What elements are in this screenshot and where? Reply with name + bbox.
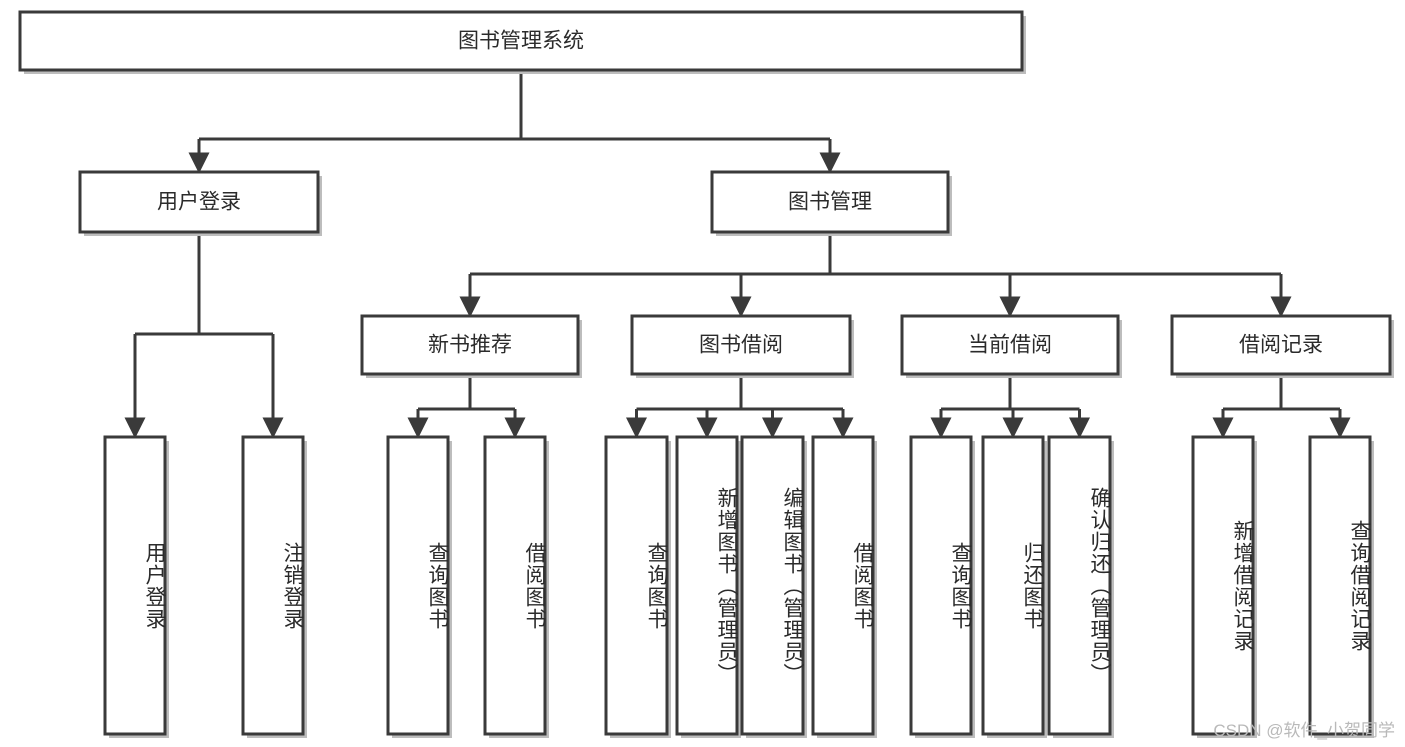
node-leaf-query-book-cb[interactable] (909, 435, 973, 736)
node-leaf-logout[interactable] (241, 435, 305, 736)
node-leaf-return-book[interactable] (981, 435, 1045, 736)
node-leaf-confirm-return[interactable] (1047, 435, 1112, 736)
node-root-label: 图书管理系统 (458, 30, 584, 53)
connector-lines (124, 70, 1351, 439)
node-root[interactable] (18, 10, 1024, 72)
node-boxes (18, 10, 1392, 736)
node-user-login-label: 用户登录 (157, 191, 241, 214)
node-leaf-add-record[interactable] (1191, 435, 1255, 736)
node-leaf-edit-book[interactable] (740, 435, 805, 736)
node-user-login[interactable] (78, 170, 320, 234)
node-book-borrow-label: 图书借阅 (699, 334, 783, 357)
node-new-book-rec[interactable] (360, 314, 580, 376)
node-leaf-user-login[interactable] (103, 435, 167, 736)
node-book-borrow[interactable] (630, 314, 852, 376)
node-leaf-query-record[interactable] (1308, 435, 1372, 736)
node-current-borrow-label: 当前借阅 (968, 334, 1052, 357)
node-new-book-rec-label: 新书推荐 (428, 334, 512, 357)
node-borrow-record-label: 借阅记录 (1239, 334, 1323, 357)
node-leaf-borrow-book-rec[interactable] (483, 435, 547, 736)
node-book-manage-label: 图书管理 (788, 191, 872, 214)
node-book-manage[interactable] (710, 170, 950, 234)
node-leaf-borrow-book-bw[interactable] (811, 435, 875, 736)
node-leaf-add-book[interactable] (675, 435, 739, 736)
node-leaf-query-book-bw[interactable] (604, 435, 669, 736)
watermark-text: CSDN @软件_小贺同学 (1213, 721, 1395, 740)
node-borrow-record[interactable] (1170, 314, 1392, 376)
node-current-borrow[interactable] (900, 314, 1120, 376)
node-leaf-query-book-rec[interactable] (386, 435, 450, 736)
